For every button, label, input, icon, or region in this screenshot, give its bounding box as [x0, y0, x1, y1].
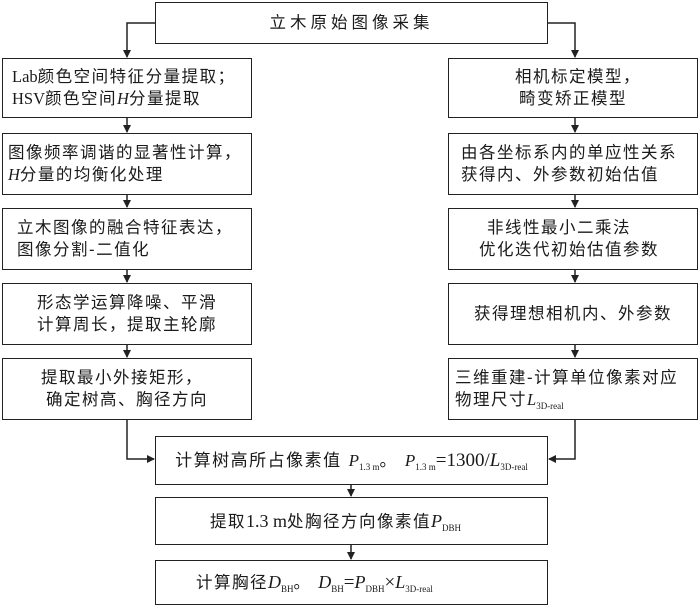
left-step-4-line2: 计算周长，提取主轮廓	[37, 315, 217, 334]
left-step-4-box: 形态学运算降噪、平滑 计算周长，提取主轮廓	[2, 283, 252, 345]
connector-start-right	[548, 22, 579, 58]
left-step-3-line2: 图像分割-二值化	[17, 240, 151, 259]
right-step-5-l-var: L	[527, 390, 537, 409]
left-step-2-line1: 图像频率调谐的显著性计算，	[8, 143, 242, 162]
right-step-5-box: 三维重建-计算单位像素对应 物理尺寸L3D-real	[448, 358, 698, 420]
pixel-dbh-box: 提取1.3 m处胸径方向像素值PDBH	[155, 497, 548, 545]
merge-equation: =1300/	[435, 449, 490, 471]
right-step-3-line1: 非线性最小二乘法	[487, 218, 631, 237]
merge-text: 计算树高所占像素值	[175, 450, 342, 471]
right-step-4-line1: 获得理想相机内、外参数	[474, 304, 672, 323]
left-step-5-line1: 提取最小外接矩形，	[41, 368, 203, 387]
step2-text1: 提取	[210, 511, 246, 531]
right-step-1-line2: 畸变矫正模型	[519, 89, 627, 108]
left-step-5-box: 提取最小外接矩形， 确定树高、胸径方向	[2, 358, 252, 420]
step2-p-sub: DBH	[442, 522, 462, 533]
left-step-1-line2-rest: 分量提取	[128, 89, 201, 108]
right-step-5-line1: 三维重建-计算单位像素对应	[455, 368, 679, 387]
start-label: 立木原始图像采集	[269, 13, 434, 32]
right-step-5-l-sub: 3D-real	[536, 401, 564, 411]
connector-right-to-merge	[548, 420, 576, 463]
left-step-3-box: 立木图像的融合特征表达， 图像分割-二值化	[2, 208, 252, 270]
right-step-1-line1: 相机标定模型，	[515, 67, 641, 86]
merge-sep: 。	[379, 450, 398, 471]
right-step-3-line2: 优化迭代初始估值参数	[479, 240, 659, 259]
connector-left-to-merge	[126, 420, 155, 463]
right-step-2-line2: 获得内、外参数初始估值	[461, 165, 659, 184]
step3-d-sub: BH	[281, 584, 294, 594]
left-step-2-h-var: H	[8, 165, 20, 184]
merge-box: 计算树高所占像素值 P1.3 m。 P1.3 m=1300/L3D-real	[155, 436, 548, 485]
right-step-2-box: 由各坐标系内的单应性关系 获得内、外参数初始估值	[448, 133, 698, 195]
right-step-2-line1: 由各坐标系内的单应性关系	[461, 143, 677, 162]
merge-p-sub: 1.3 m	[358, 461, 380, 472]
step3-p-sub: DBH	[365, 584, 385, 594]
step2-num: 1.3 m	[246, 510, 288, 531]
left-step-1-line1: 颜色空间特征分量提取；	[37, 67, 236, 86]
left-step-5-line2: 确定树高、胸径方向	[46, 390, 208, 409]
step2-p-var: P	[431, 510, 443, 531]
step3-l-sub: 3D-real	[405, 584, 433, 594]
merge-p-var-2: P	[404, 450, 416, 470]
step3-l-var: L	[395, 572, 406, 592]
step2-text2: 处胸径方向像素值	[287, 511, 432, 531]
left-step-4-line1: 形态学运算降噪、平滑	[37, 293, 217, 312]
step3-sep: 。	[293, 573, 312, 592]
merge-l-var: L	[489, 449, 501, 471]
connector-start-left	[123, 22, 155, 58]
step3-d-var: D	[268, 572, 281, 592]
left-step-1-hsv-prefix: HSV	[12, 89, 46, 108]
start-box: 立木原始图像采集	[155, 2, 548, 44]
step3-d-var-2: D	[318, 572, 332, 592]
left-step-2-box: 图像频率调谐的显著性计算， H分量的均衡化处理	[2, 133, 252, 195]
step3-times: ×	[384, 572, 396, 593]
left-step-1-line2-mid: 颜色空间	[45, 89, 118, 108]
merge-p-sub-2: 1.3 m	[415, 461, 436, 472]
right-step-1-box: 相机标定模型， 畸变矫正模型	[448, 58, 698, 118]
merge-p-var: P	[348, 450, 359, 470]
left-step-1-h-var: H	[117, 89, 129, 108]
left-step-1-lab-prefix: Lab	[12, 67, 38, 86]
right-step-3-box: 非线性最小二乘法 优化迭代初始估值参数	[448, 208, 698, 270]
step3-text: 计算胸径	[196, 573, 268, 592]
left-step-3-line1: 立木图像的融合特征表达，	[17, 218, 233, 237]
compute-dbh-box: 计算胸径DBH。 DBH=PDBH×L3D-real	[155, 560, 548, 605]
step3-d-sub-2: BH	[331, 584, 344, 594]
left-step-2-line2: 分量的均衡化处理	[19, 165, 164, 184]
left-step-1-box: Lab颜色空间特征分量提取； HSV颜色空间H分量提取	[2, 58, 252, 118]
right-step-5-line2: 物理尺寸	[455, 390, 527, 409]
step3-eq: =	[343, 572, 355, 593]
merge-l-sub: 3D-real	[500, 461, 528, 472]
step3-p-var: P	[354, 572, 366, 592]
right-step-4-box: 获得理想相机内、外参数	[448, 283, 698, 345]
